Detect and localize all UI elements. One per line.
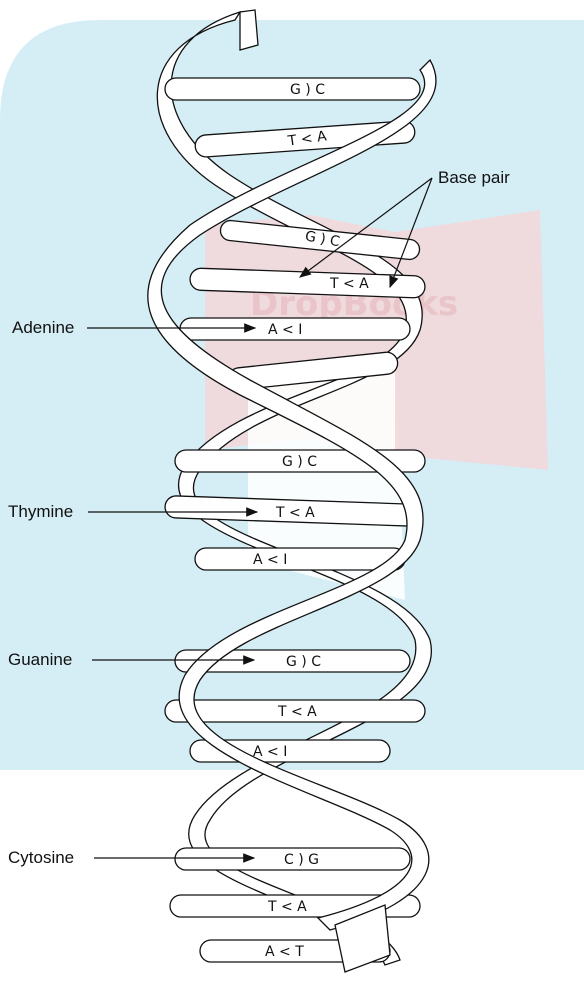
thymine-label: Thymine [8, 502, 74, 521]
ribbon-top-end [239, 9, 259, 51]
guanine-label: Guanine [8, 650, 73, 669]
pair-text-14: A < T [265, 944, 304, 960]
pair-text-2: T < A [286, 128, 328, 149]
base-pair-arrow-1 [299, 177, 433, 278]
pair-text-6: G ) C [282, 454, 317, 470]
rung-2 [194, 120, 416, 158]
base-pair-rungs [164, 77, 426, 963]
rung-3 [219, 219, 421, 261]
pair-text-5: A < I [268, 322, 302, 338]
pair-text-4: T < A [329, 276, 369, 292]
ribbon-bottom-end [334, 904, 391, 973]
helix-strand-front [147, 58, 437, 931]
pointer-arrows [87, 177, 433, 863]
adenine-label: Adenine [12, 318, 75, 337]
pair-text-12: C ) G [284, 852, 319, 868]
pair-text-13: T < A [267, 899, 307, 915]
pair-text-10: T < A [277, 704, 317, 720]
rung-10 [174, 649, 411, 673]
rung-1 [164, 77, 421, 101]
pair-text-1: G ) C [290, 82, 325, 98]
pair-text-8: A < I [253, 552, 287, 568]
rung-13 [174, 847, 411, 871]
rung-11 [164, 699, 426, 723]
pair-text-9: G ) C [286, 654, 321, 670]
base-pair-labels: G ) C T < A G ) C T < A A < I G ) C T < … [253, 82, 369, 960]
pair-text-7: T < A [275, 505, 315, 521]
pair-text-3: G ) C [304, 228, 341, 250]
base-pair-label: Base pair [438, 168, 510, 187]
base-pair-arrow-2 [389, 177, 433, 289]
rung-9 [194, 547, 406, 571]
cytosine-label: Cytosine [8, 848, 75, 867]
pair-text-11: A < I [253, 744, 287, 760]
